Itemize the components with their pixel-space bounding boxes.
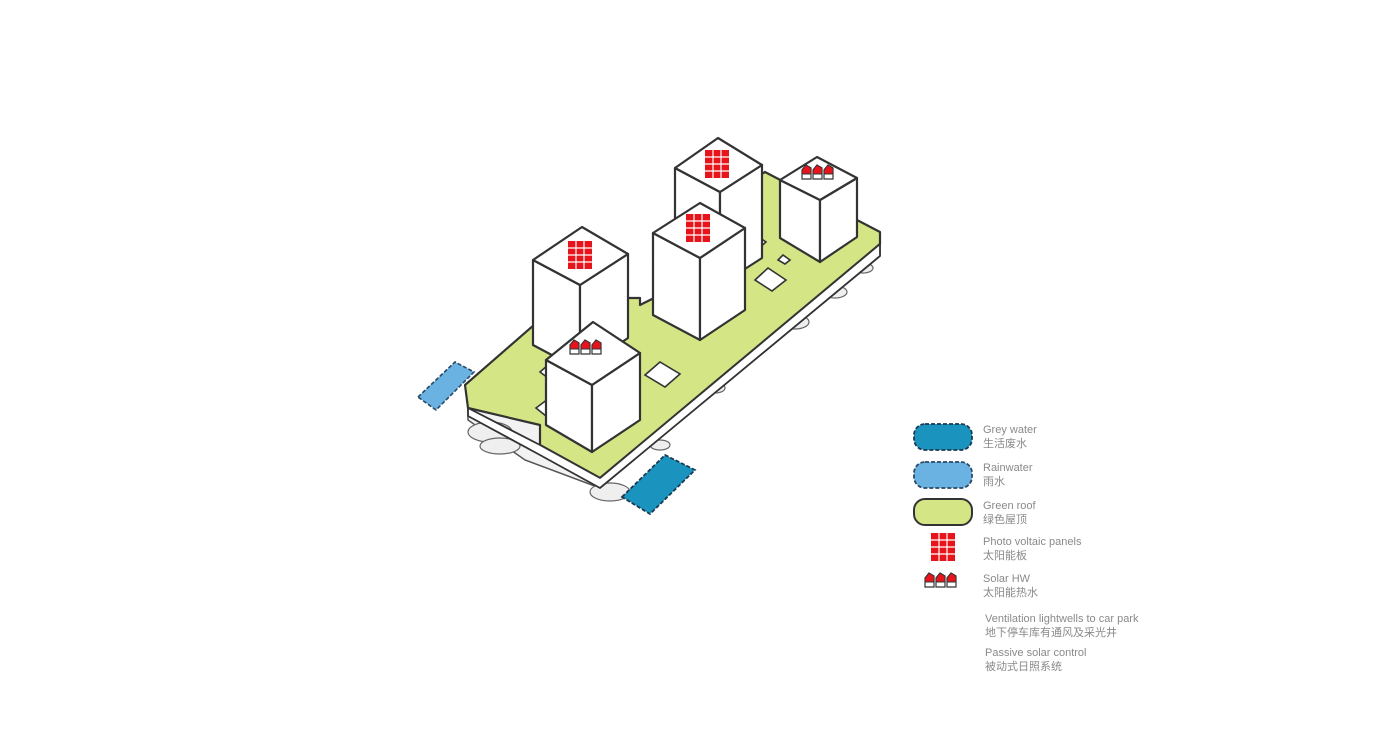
legend-label-en: Ventilation lightwells to car park: [985, 613, 1139, 625]
tower-right: [778, 155, 859, 264]
legend-label-en: Green roof: [983, 500, 1036, 512]
legend-label-zh: 太阳能板: [983, 549, 1027, 562]
legend-swatch-grey-water: [913, 423, 973, 451]
legend-label-zh: 被动式日照系统: [985, 660, 1062, 673]
legend-label-en: Rainwater: [983, 462, 1033, 474]
legend-label-en: Passive solar control: [985, 647, 1087, 659]
legend-swatch-rainwater: [913, 461, 973, 489]
legend-item-green-roof: Green roof 绿色屋顶: [983, 499, 1036, 527]
legend: [913, 423, 973, 587]
tower-center: [651, 201, 747, 342]
solar-hot-water-icon: [802, 165, 833, 179]
grey-water-tank: [620, 453, 697, 516]
legend-item-grey-water: Grey water 生活废水: [983, 423, 1037, 451]
legend-label-en: Solar HW: [983, 573, 1031, 585]
podium-edge: [467, 243, 881, 489]
legend-label-en: Photo voltaic panels: [983, 536, 1082, 548]
legend-item-ventilation: Ventilation lightwells to car park 地下停车库…: [985, 612, 1138, 640]
legend-label-zh: 雨水: [983, 475, 1005, 488]
legend-label-zh: 生活废水: [983, 437, 1027, 450]
legend-label-zh: 绿色屋顶: [983, 513, 1027, 526]
legend-solar-hot-water-icon: [925, 573, 956, 587]
legend-item-photovoltaic: Photo voltaic panels 太阳能板: [983, 535, 1081, 563]
photovoltaic-icon: [567, 240, 593, 270]
photovoltaic-icon: [704, 149, 730, 179]
solar-hot-water-icon: [570, 340, 601, 354]
legend-swatch-green-roof: [913, 498, 973, 526]
legend-label-zh: 地下停车库有通风及采光井: [985, 626, 1117, 639]
legend-item-solar-hw: Solar HW 太阳能热水: [983, 572, 1038, 600]
legend-photovoltaic-icon: [930, 532, 956, 562]
rainwater-tank: [416, 361, 476, 412]
legend-item-passive-solar: Passive solar control 被动式日照系统: [985, 646, 1087, 674]
legend-label-zh: 太阳能热水: [983, 586, 1038, 599]
legend-item-rainwater: Rainwater 雨水: [983, 461, 1033, 489]
photovoltaic-icon: [685, 213, 711, 243]
legend-label-en: Grey water: [983, 424, 1037, 436]
